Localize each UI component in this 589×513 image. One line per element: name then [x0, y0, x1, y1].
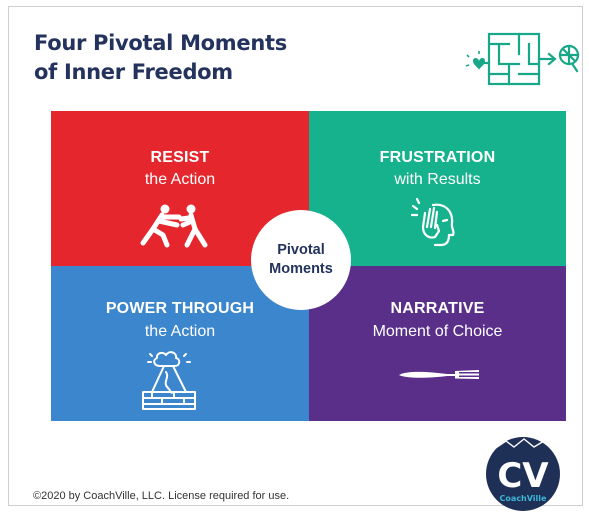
volcano-icon [142, 351, 196, 410]
center-label-line-1: Pivotal [277, 242, 325, 258]
quadrant-frustration: FRUSTRATION with Results [309, 111, 566, 266]
quadrant-subtitle: Moment of Choice [372, 323, 503, 340]
page-frame: Four Pivotal Moments of Inner Freedom RE… [8, 6, 583, 511]
quadrant-heading: RESIST [150, 149, 210, 166]
copyright-notice: ©2020 by CoachVille, LLC. License requir… [33, 490, 290, 502]
coachville-logo: CV CoachVille [486, 437, 560, 511]
pushing-figures-icon [140, 204, 208, 248]
title-line-1: Four Pivotal Moments [34, 31, 287, 55]
quadrant-heading: POWER THROUGH [105, 300, 255, 317]
quadrant-narrative: NARRATIVE Moment of Choice [309, 266, 566, 421]
fork-icon [399, 370, 479, 379]
facepalm-icon [411, 197, 455, 247]
logo-letters: CV [497, 456, 549, 496]
quadrant-grid: RESIST the Action FRUSTRATION [51, 111, 566, 421]
logo-brand: CoachVille [500, 494, 547, 503]
center-label-line-2: Moments [269, 261, 333, 277]
maze-icon [465, 32, 580, 86]
pivotal-moments-circle: Pivotal Moments [251, 210, 351, 310]
quadrant-subtitle: the Action [144, 323, 216, 340]
quadrant-heading: FRUSTRATION [379, 149, 496, 166]
quadrant-subtitle: the Action [144, 171, 216, 188]
quadrant-subtitle: with Results [394, 171, 481, 188]
quadrant-heading: NARRATIVE [390, 300, 485, 317]
page-title: Four Pivotal Moments of Inner Freedom [34, 29, 287, 87]
title-line-2: of Inner Freedom [34, 60, 233, 84]
